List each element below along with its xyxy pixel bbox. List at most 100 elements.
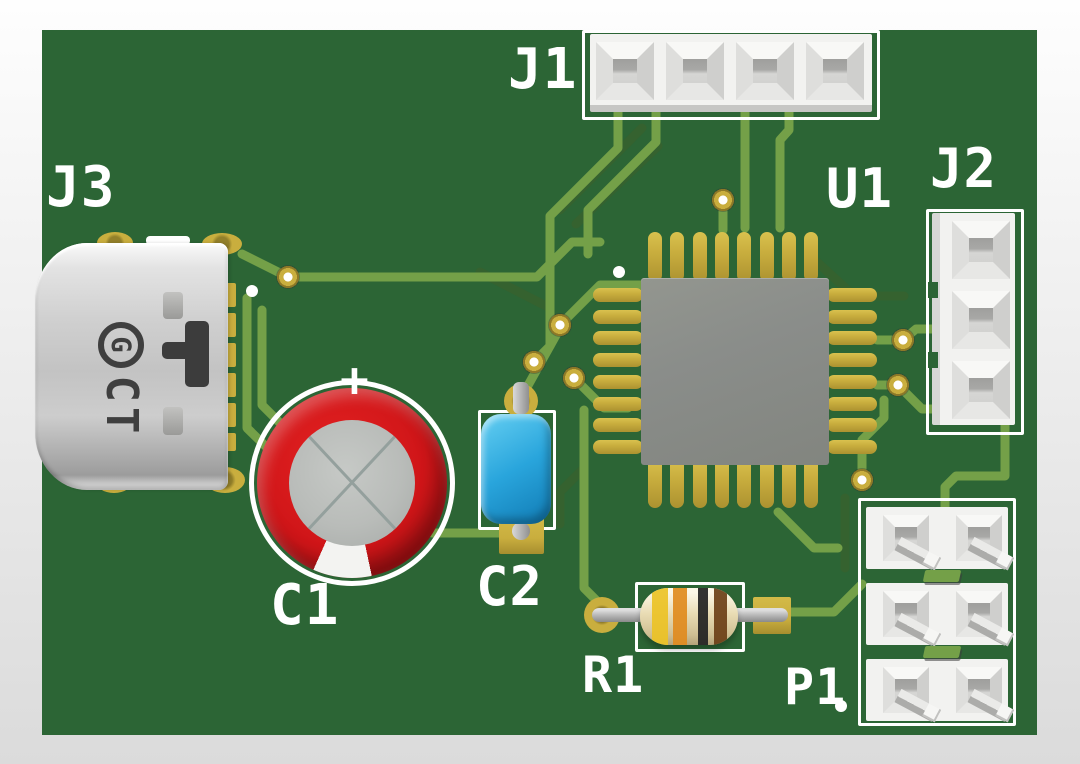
- silkscreen-dot: [613, 266, 625, 278]
- p1-pin-4: [967, 612, 1012, 646]
- j1-socket-2: [666, 42, 724, 100]
- r1-resistor-body: [640, 588, 738, 645]
- c1-silkscreen-ring: [249, 380, 455, 586]
- u1-pad-right: [827, 418, 877, 432]
- p1-gap-tab: [922, 570, 962, 582]
- u1-pad-right: [827, 440, 877, 454]
- r1-band-orange: [673, 588, 687, 645]
- u1-pad-top: [693, 232, 707, 282]
- c1-plus-mark: +: [340, 352, 370, 408]
- p1-pin-1: [894, 536, 939, 570]
- via: [276, 265, 300, 289]
- c1-capacitor-top-vent: [289, 420, 415, 546]
- p1-socket-6: [956, 667, 1012, 722]
- u1-pad-bottom: [737, 458, 751, 508]
- refdes-j1: J1: [508, 37, 578, 102]
- u1-pad-right: [827, 375, 877, 389]
- c2-top-lead: [513, 382, 529, 414]
- p1-row-2: [866, 583, 1012, 646]
- u1-chip-body: [641, 278, 829, 465]
- p1-silkscreen-outline: [858, 498, 1016, 726]
- j2-connector-body: [932, 213, 1015, 425]
- p1-socket-4: [956, 591, 1012, 646]
- u1-pad-top: [782, 232, 796, 282]
- p1-pin-3: [894, 612, 939, 646]
- logo-g-icon: G: [98, 321, 144, 368]
- j1-socket-1: [596, 42, 654, 100]
- r1-band-brown: [714, 588, 727, 645]
- u1-pad-bottom: [693, 458, 707, 508]
- p1-row-1: [866, 507, 1012, 570]
- via: [850, 468, 874, 492]
- j3-anchor-tab: [185, 321, 209, 387]
- via: [891, 328, 915, 352]
- u1-pad-left: [593, 288, 643, 302]
- u1-pad-bottom: [670, 458, 684, 508]
- j1-socket-4: [806, 42, 864, 100]
- u1-pad-top: [648, 232, 662, 282]
- u1-pad-left: [593, 310, 643, 324]
- c2-bottom-lead: [512, 522, 530, 540]
- via: [548, 313, 572, 337]
- j3-silkscreen-mark: [146, 236, 190, 245]
- refdes-j3: J3: [46, 155, 116, 220]
- j2-socket-1: [952, 221, 1010, 279]
- p1-pin-2: [967, 536, 1012, 570]
- p1-pin-5: [894, 688, 939, 722]
- u1-pad-right: [827, 288, 877, 302]
- j2-silkscreen-outline: [926, 209, 1024, 435]
- r1-band-yellow: [652, 588, 668, 645]
- refdes-u1: U1: [826, 157, 894, 220]
- u1-pad-bottom: [804, 458, 818, 508]
- u1-pad-bottom: [760, 458, 774, 508]
- silkscreen-dot: [835, 700, 847, 712]
- refdes-c1: C1: [270, 573, 340, 638]
- j2-notch: [928, 282, 938, 298]
- u1-pad-left: [593, 331, 643, 345]
- via: [711, 188, 735, 212]
- p1-row-3: [866, 659, 1012, 722]
- j2-socket-3: [952, 361, 1010, 419]
- silkscreen-dot: [246, 285, 258, 297]
- j2-socket-2: [952, 291, 1010, 349]
- u1-pad-right: [827, 353, 877, 367]
- u1-pad-left: [593, 397, 643, 411]
- u1-pad-bottom: [648, 458, 662, 508]
- u1-pad-right: [827, 331, 877, 345]
- p1-socket-5: [883, 667, 939, 722]
- j1-socket-3: [736, 42, 794, 100]
- u1-pad-top: [760, 232, 774, 282]
- p1-pin-6: [967, 688, 1012, 722]
- u1-pad-top: [804, 232, 818, 282]
- p1-socket-3: [883, 591, 939, 646]
- via: [522, 350, 546, 374]
- u1-pad-left: [593, 353, 643, 367]
- u1-pad-top: [670, 232, 684, 282]
- j3-shell-detail: [163, 292, 183, 319]
- j3-anchor-tab: [162, 342, 190, 359]
- j3-shell-detail: [163, 407, 183, 435]
- refdes-c2: C2: [476, 555, 544, 618]
- j2-notch: [928, 352, 938, 368]
- j3-manufacturer-logo: G CT: [86, 295, 156, 465]
- pads-and-vias-layer: [42, 30, 1037, 735]
- refdes-j2: J2: [930, 137, 998, 200]
- u1-pad-bottom: [715, 458, 729, 508]
- p1-gap-tab: [922, 646, 962, 658]
- u1-pad-right: [827, 310, 877, 324]
- via: [886, 373, 910, 397]
- refdes-p1: P1: [784, 658, 847, 716]
- j1-connector-body: [590, 34, 872, 112]
- p1-socket-2: [956, 515, 1012, 570]
- u1-pad-top: [715, 232, 729, 282]
- r1-band-black: [698, 588, 708, 645]
- u1-pad-bottom: [782, 458, 796, 508]
- u1-pad-left: [593, 418, 643, 432]
- via: [562, 366, 586, 390]
- p1-socket-1: [883, 515, 939, 570]
- refdes-r1: R1: [582, 646, 645, 704]
- u1-pad-right: [827, 397, 877, 411]
- j1-silkscreen-outline: [582, 30, 880, 120]
- u1-pad-top: [737, 232, 751, 282]
- c2-capacitor-body: [481, 414, 551, 524]
